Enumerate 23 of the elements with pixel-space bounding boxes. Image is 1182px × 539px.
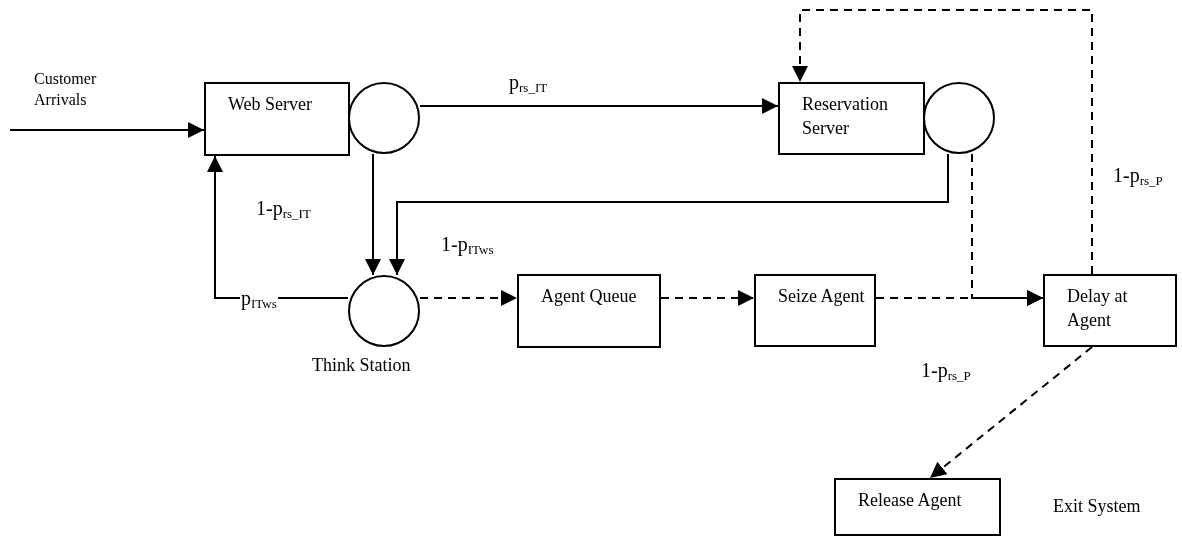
arrow — [365, 153, 381, 276]
node-caption: Think Station — [312, 355, 411, 376]
process-box — [204, 82, 350, 156]
process-box — [754, 274, 876, 347]
arrow — [419, 290, 518, 306]
process-box — [517, 274, 661, 348]
node-label: Web Server — [228, 93, 313, 116]
node-label: Release Agent — [858, 489, 963, 512]
arrow — [929, 346, 1093, 479]
arrow — [9, 122, 205, 138]
arrow — [971, 153, 1044, 306]
note-text: Exit System — [1053, 496, 1141, 517]
arrow — [660, 290, 755, 306]
arrow — [792, 9, 1093, 275]
node-label: Delay at Agent — [1067, 285, 1129, 332]
node-label: Seize Agent — [778, 285, 866, 308]
arrow — [389, 153, 949, 276]
arrow — [419, 98, 779, 114]
node-label: Agent Queue — [541, 285, 638, 308]
process-box — [834, 478, 1001, 536]
process-box — [778, 82, 925, 155]
node-label: Reservation Server — [802, 93, 889, 140]
process-box — [1043, 274, 1177, 347]
